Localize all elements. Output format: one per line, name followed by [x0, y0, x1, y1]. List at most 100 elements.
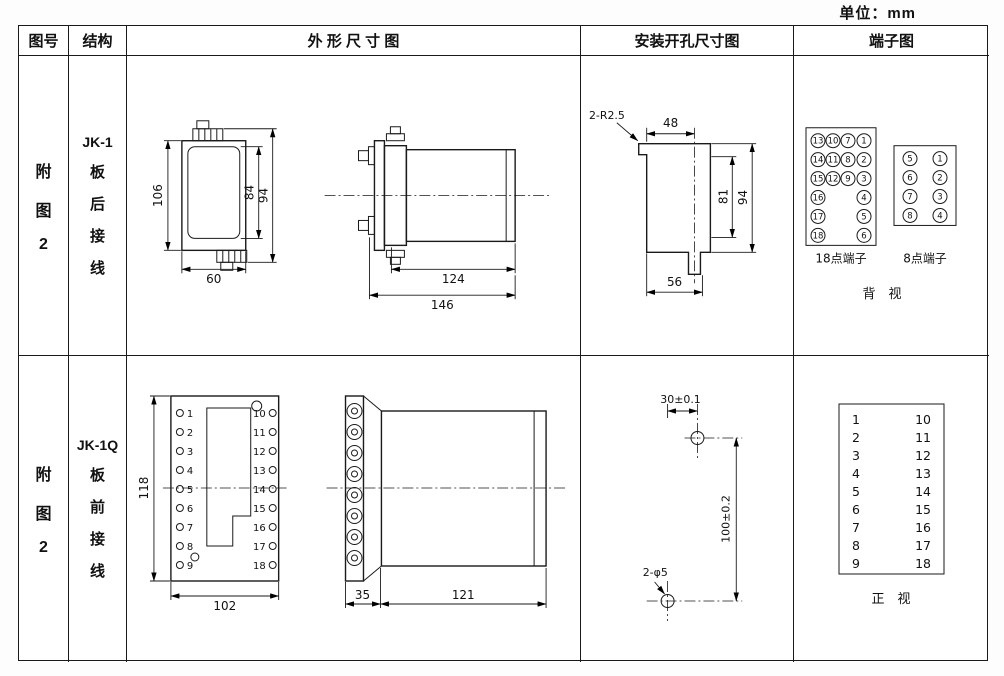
terminal-number: 17	[813, 211, 824, 221]
terminal-number: 12	[828, 174, 839, 184]
header-outline-dims: 外 形 尺 寸 图	[127, 26, 581, 56]
structure-char: 线	[89, 259, 105, 277]
jk1q-mounting-drawing: 30±0.1 100±0.2 2-φ5	[643, 393, 743, 621]
row2-figure-cell: 附 图 2	[19, 356, 69, 662]
dim-label-100: 100±0.2	[719, 495, 732, 543]
row1-structure-cell: JK-1 板 后 接 线	[69, 56, 127, 356]
dim-label-30: 30±0.1	[660, 393, 700, 406]
structure-char: 接	[89, 227, 105, 245]
terminal-number: 11	[915, 430, 931, 445]
structure-char: 板	[89, 467, 105, 484]
terminal-number: 4	[852, 466, 860, 481]
jk1q-terminal-diagram: 1 2 3 4 5 6 7 8 9 10 11 12 13 14 15 16 1	[838, 403, 945, 607]
terminal-number: 3	[937, 192, 942, 202]
terminal-18-label: 18点端子	[815, 251, 866, 265]
row1-terminal-cell: 13 10 7 1 14 11 8 2 15 12 9 3 16 4 17 5	[794, 56, 989, 356]
dim-label-146: 146	[431, 298, 454, 312]
terminal-number: 10	[915, 412, 931, 427]
model-label: JK-1Q	[76, 437, 119, 453]
row2-structure-cell: JK-1Q 板 前 接 线	[69, 356, 127, 662]
jk1-cutout-view: 48 2-R2.5 81 94	[589, 109, 757, 297]
terminal-number: 14	[915, 484, 931, 499]
terminal-number: 16	[813, 193, 824, 203]
header-figure-no: 图号	[19, 26, 69, 56]
jk1q-side-view: 35 121	[326, 395, 567, 608]
dim-label-121: 121	[452, 588, 475, 602]
structure-char: 线	[89, 563, 105, 580]
terminal-8-label: 8点端子	[903, 251, 947, 265]
radius-label: 2-R2.5	[589, 109, 625, 122]
terminal-number: 3	[861, 174, 866, 184]
row1-figure-cell: 附 图 2	[19, 56, 69, 356]
front-terminal-number: 9	[187, 561, 193, 572]
terminal-block-18: 13 10 7 1 14 11 8 2 15 12 9 3 16 4 17 5	[805, 127, 877, 246]
terminal-number: 14	[813, 155, 824, 165]
structure-char: 后	[89, 195, 105, 213]
dimension-table: 图号 结构 外 形 尺 寸 图 安装开孔尺寸图 端子图 附 图 2 JK-1 板…	[18, 25, 989, 662]
jk1-side-view: 124 146	[324, 126, 551, 312]
model-label: JK-1	[82, 133, 113, 150]
dim-label-118: 118	[137, 477, 151, 500]
terminal-number: 1	[937, 154, 942, 164]
terminal-number: 6	[852, 502, 860, 517]
terminal-number: 7	[907, 192, 912, 202]
terminal-number: 8	[907, 210, 912, 220]
front-terminal-number: 12	[253, 447, 266, 458]
terminal-number: 6	[861, 230, 866, 240]
terminal-number: 5	[852, 484, 860, 499]
front-terminal-number: 18	[253, 561, 266, 572]
jk1-outline-drawing: 106 84 94 60	[151, 120, 551, 312]
terminal-number: 15	[915, 502, 931, 517]
row1-mounting-cell: 48 2-R2.5 81 94	[581, 56, 794, 356]
terminal-number: 6	[907, 173, 912, 183]
terminal-number: 3	[852, 448, 860, 463]
front-view-label: 正 视	[871, 592, 910, 607]
front-terminal-number: 7	[187, 523, 193, 534]
front-terminal-number: 14	[253, 485, 266, 496]
figure-char: 附	[35, 467, 52, 484]
row1-outline-cell: 106 84 94 60	[127, 56, 581, 356]
dim-label-60: 60	[206, 272, 221, 286]
dim-label-106: 106	[151, 184, 165, 207]
terminal-number: 5	[907, 154, 912, 164]
header-mounting-holes: 安装开孔尺寸图	[581, 26, 794, 56]
terminal-number: 2	[937, 173, 942, 183]
terminal-list-box: 1 2 3 4 5 6 7 8 9 10 11 12 13 14 15 16 1	[838, 403, 945, 575]
front-terminal-number: 13	[253, 466, 266, 477]
front-terminal-number: 1	[187, 409, 193, 420]
terminal-number: 1	[852, 412, 860, 427]
terminal-number: 4	[861, 193, 866, 203]
front-terminal-number: 11	[253, 428, 266, 439]
structure-char: 接	[89, 531, 105, 548]
terminal-number: 5	[861, 211, 866, 221]
front-terminal-number: 8	[187, 542, 193, 553]
row2-terminal-cell: 1 2 3 4 5 6 7 8 9 10 11 12 13 14 15 16 1	[794, 356, 989, 662]
figure-char: 图	[35, 506, 52, 523]
dim-label-102: 102	[213, 599, 236, 613]
front-terminal-number: 3	[187, 447, 193, 458]
dim-label-81: 81	[716, 189, 730, 204]
figure-char: 2	[39, 539, 48, 556]
terminal-number: 11	[828, 155, 839, 165]
terminal-number: 16	[915, 520, 931, 535]
header-terminal-diagram: 端子图	[794, 26, 989, 56]
terminal-block-8: 5 1 6 2 7 3 8 4	[893, 145, 957, 226]
terminal-number: 8	[845, 155, 850, 165]
dim-label-94-mounting: 94	[736, 190, 750, 205]
structure-char: 前	[89, 499, 105, 516]
dim-label-56: 56	[667, 275, 682, 289]
front-terminal-number: 15	[253, 504, 266, 515]
row2-outline-cell: 1 2 3 4 5 6 7 8 9 10 11 12 13 14 15 16	[127, 356, 581, 662]
header-structure: 结构	[69, 26, 127, 56]
front-terminal-number: 5	[187, 485, 193, 496]
jk1-terminal-diagram: 13 10 7 1 14 11 8 2 15 12 9 3 16 4 17 5	[805, 127, 957, 302]
structure-char: 板	[89, 163, 105, 181]
jk1-mounting-drawing: 48 2-R2.5 81 94	[589, 109, 757, 297]
jk1q-front-view: 1 2 3 4 5 6 7 8 9 10 11 12 13 14 15 16	[137, 395, 287, 613]
dim-label-35: 35	[355, 588, 370, 602]
front-terminal-number: 16	[253, 523, 266, 534]
dim-label-48: 48	[663, 116, 678, 130]
front-terminal-number: 10	[253, 409, 266, 420]
figure-char: 附	[35, 163, 52, 181]
